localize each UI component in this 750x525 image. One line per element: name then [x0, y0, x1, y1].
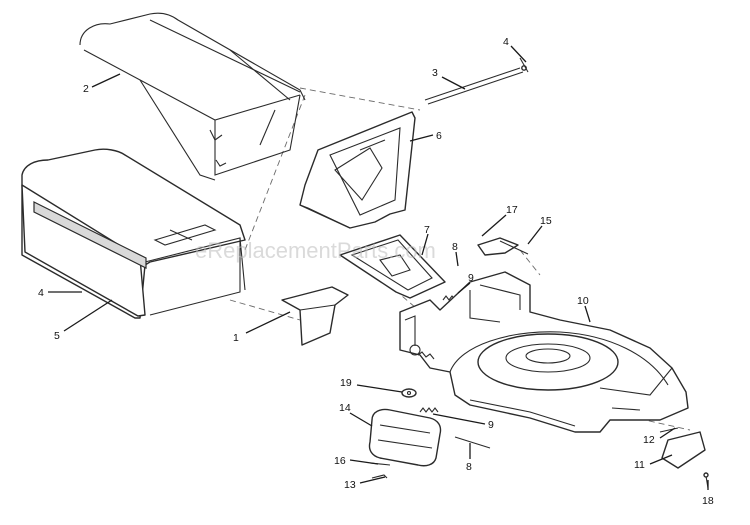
- callout-12: 12: [643, 434, 655, 446]
- mower-deck-part: [399, 271, 689, 433]
- callout-3: 3: [432, 67, 438, 79]
- leader-12: [659, 427, 676, 439]
- bag-frame-part: [79, 12, 306, 181]
- leader-8-upper: [455, 251, 459, 267]
- spring-part-lower: [419, 407, 491, 449]
- leader-14: [349, 412, 373, 427]
- callout-8-lower: 8: [466, 461, 472, 473]
- bolt-cap-part: [401, 388, 417, 398]
- leader-7: [421, 233, 429, 256]
- small-pins-part: [369, 462, 391, 479]
- leader-16: [349, 459, 379, 465]
- callout-5: 5: [54, 330, 60, 342]
- callout-4-top: 4: [503, 36, 509, 48]
- leader-2: [91, 73, 121, 88]
- callout-9-upper: 9: [468, 272, 474, 284]
- leader-9-lower: [432, 413, 486, 425]
- small-bracket-part: [477, 237, 529, 256]
- callout-9-lower: 9: [488, 419, 494, 431]
- callout-19: 19: [340, 377, 352, 389]
- callout-7: 7: [424, 224, 430, 236]
- leader-1: [245, 311, 291, 334]
- leader-17: [481, 214, 507, 237]
- callout-15: 15: [540, 215, 552, 227]
- callout-labels: 1 2 3 4 4 5 6 7 8 8 9 9 10 11 12 13 14 1…: [38, 36, 714, 507]
- rear-guard-part: [368, 408, 442, 467]
- bracket-plate-part: [339, 234, 446, 299]
- callout-13: 13: [344, 479, 356, 491]
- callout-16: 16: [334, 455, 346, 467]
- chute-door-part: [299, 111, 416, 229]
- callout-14: 14: [339, 402, 351, 414]
- leader-15: [527, 225, 543, 245]
- callout-11: 11: [634, 459, 645, 471]
- leader-11: [649, 454, 673, 465]
- leader-19: [356, 384, 403, 393]
- leader-4-top: [510, 45, 527, 63]
- flap-part: [281, 286, 349, 346]
- hinge-rod-part: [424, 57, 529, 105]
- leader-3: [441, 76, 466, 90]
- callout-2: 2: [83, 83, 89, 95]
- callout-6: 6: [436, 130, 442, 142]
- callout-1: 1: [233, 332, 239, 344]
- leader-9-upper: [457, 282, 471, 294]
- callout-leaders: [48, 45, 709, 490]
- leader-6: [409, 134, 434, 142]
- watermark-text: eReplacementParts.com: [195, 238, 436, 263]
- callout-4-left: 4: [38, 287, 44, 299]
- leader-13: [359, 476, 386, 484]
- callout-18: 18: [702, 495, 714, 507]
- callout-17: 17: [506, 204, 518, 216]
- callout-10: 10: [577, 295, 589, 307]
- leader-5: [63, 299, 113, 332]
- leader-10: [584, 305, 591, 323]
- grass-bag-part: [21, 148, 246, 319]
- callout-8-upper: 8: [452, 241, 458, 253]
